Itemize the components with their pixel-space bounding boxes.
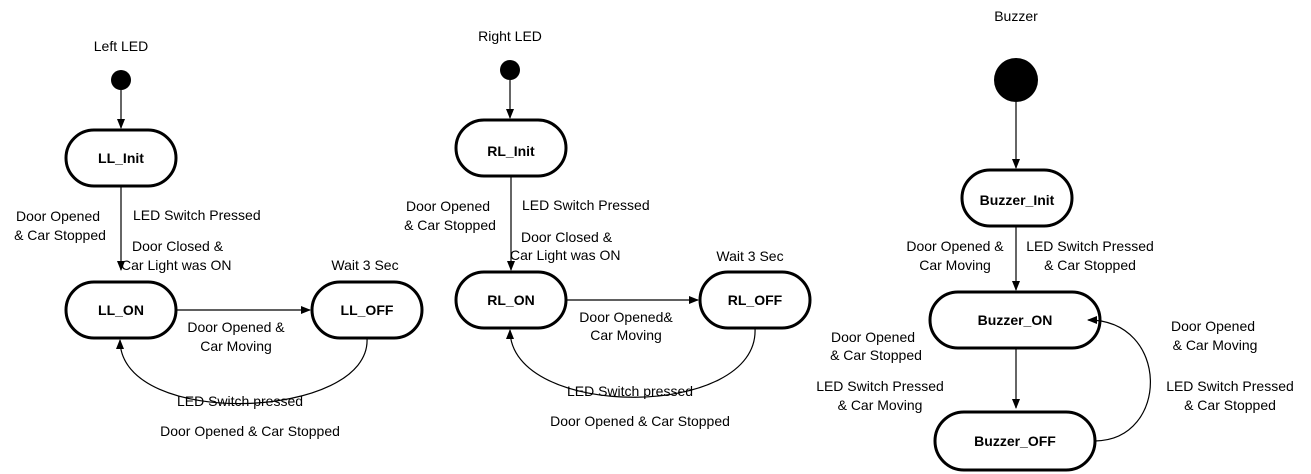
left-led-wait-label: Wait 3 Sec xyxy=(331,257,398,273)
buzzer-title: Buzzer xyxy=(994,8,1038,24)
state-ll-off-label: LL_OFF xyxy=(341,302,394,318)
buzzer-start-node xyxy=(994,58,1038,102)
buzzer-init-right-label-1: LED Switch Pressed xyxy=(1026,238,1154,254)
right-led-start-node xyxy=(500,60,520,80)
buzzer-right-top-label-1: Door Opened xyxy=(1171,318,1255,334)
buzzer-init-left-label-2: Car Moving xyxy=(919,257,991,273)
right-led-wait-label: Wait 3 Sec xyxy=(716,248,783,264)
buzzer-right-top-label-2: & Car Moving xyxy=(1173,337,1258,353)
buzzer-off-to-on-edge xyxy=(1087,316,1151,442)
buzzer-machine: Buzzer Buzzer_Init Door Opened & Car Mov… xyxy=(816,8,1294,472)
right-led-door-closed-label-1: Door Closed & xyxy=(521,229,613,245)
right-led-door-closed-label-2: Car Light was ON xyxy=(510,247,620,263)
state-rl-off-label: RL_OFF xyxy=(728,292,783,308)
right-led-title: Right LED xyxy=(478,28,542,44)
buzzer-on-left-bottom-label-1: LED Switch Pressed xyxy=(816,378,944,394)
left-led-door-opened-label-1: Door Opened xyxy=(16,208,100,224)
right-led-on-off-label-2: Car Moving xyxy=(590,327,662,343)
state-rl-init-label: RL_Init xyxy=(487,143,535,159)
buzzer-right-bottom-label-2: & Car Stopped xyxy=(1184,397,1276,413)
left-led-on-off-label-1: Door Opened & xyxy=(187,319,285,335)
state-buzzer-init-label: Buzzer_Init xyxy=(980,192,1055,208)
buzzer-right-bottom-label-1: LED Switch Pressed xyxy=(1166,378,1294,394)
left-led-on-off-label-2: Car Moving xyxy=(200,338,272,354)
left-led-start-node xyxy=(111,70,131,90)
right-led-machine: Right LED RL_Init Door Opened & Car Stop… xyxy=(404,28,812,429)
right-led-on-off-label-1: Door Opened& xyxy=(579,309,673,325)
right-led-back-bottom-label: Door Opened & Car Stopped xyxy=(550,413,730,429)
left-led-off-to-on-edge xyxy=(116,337,368,405)
left-led-title: Left LED xyxy=(94,38,148,54)
buzzer-init-right-label-2: & Car Stopped xyxy=(1044,257,1136,273)
left-led-back-bottom-label: Door Opened & Car Stopped xyxy=(160,423,340,439)
state-buzzer-off-label: Buzzer_OFF xyxy=(974,433,1056,449)
right-led-door-opened-label-1: Door Opened xyxy=(406,198,490,214)
left-led-machine: Left LED LL_Init Door Opened & Car Stopp… xyxy=(14,38,424,439)
state-buzzer-on xyxy=(928,290,1102,350)
state-ll-on-label: LL_ON xyxy=(98,302,144,318)
buzzer-on-left-top-label-2: & Car Stopped xyxy=(830,347,922,363)
state-ll-init-label: LL_Init xyxy=(98,150,144,166)
right-led-switch-pressed-label: LED Switch Pressed xyxy=(522,197,650,213)
left-led-door-opened-label-2: & Car Stopped xyxy=(14,227,106,243)
right-led-door-opened-label-2: & Car Stopped xyxy=(404,217,496,233)
buzzer-init-left-label-1: Door Opened & xyxy=(906,238,1004,254)
left-led-switch-pressed-label: LED Switch Pressed xyxy=(133,207,261,223)
buzzer-on-left-top-label-1: Door Opened xyxy=(831,329,915,345)
right-led-back-top-label: LED Switch pressed xyxy=(567,383,693,399)
left-led-door-closed-label-2: Car Light was ON xyxy=(121,257,231,273)
state-rl-on-label: RL_ON xyxy=(487,292,534,308)
state-buzzer-on-label: Buzzer_ON xyxy=(978,312,1053,328)
left-led-door-closed-label-1: Door Closed & xyxy=(132,238,224,254)
left-led-back-top-label: LED Switch pressed xyxy=(177,393,303,409)
right-led-off-to-on-edge xyxy=(506,327,756,398)
state-buzzer-init xyxy=(960,168,1074,228)
buzzer-on-left-bottom-label-2: & Car Moving xyxy=(838,397,923,413)
